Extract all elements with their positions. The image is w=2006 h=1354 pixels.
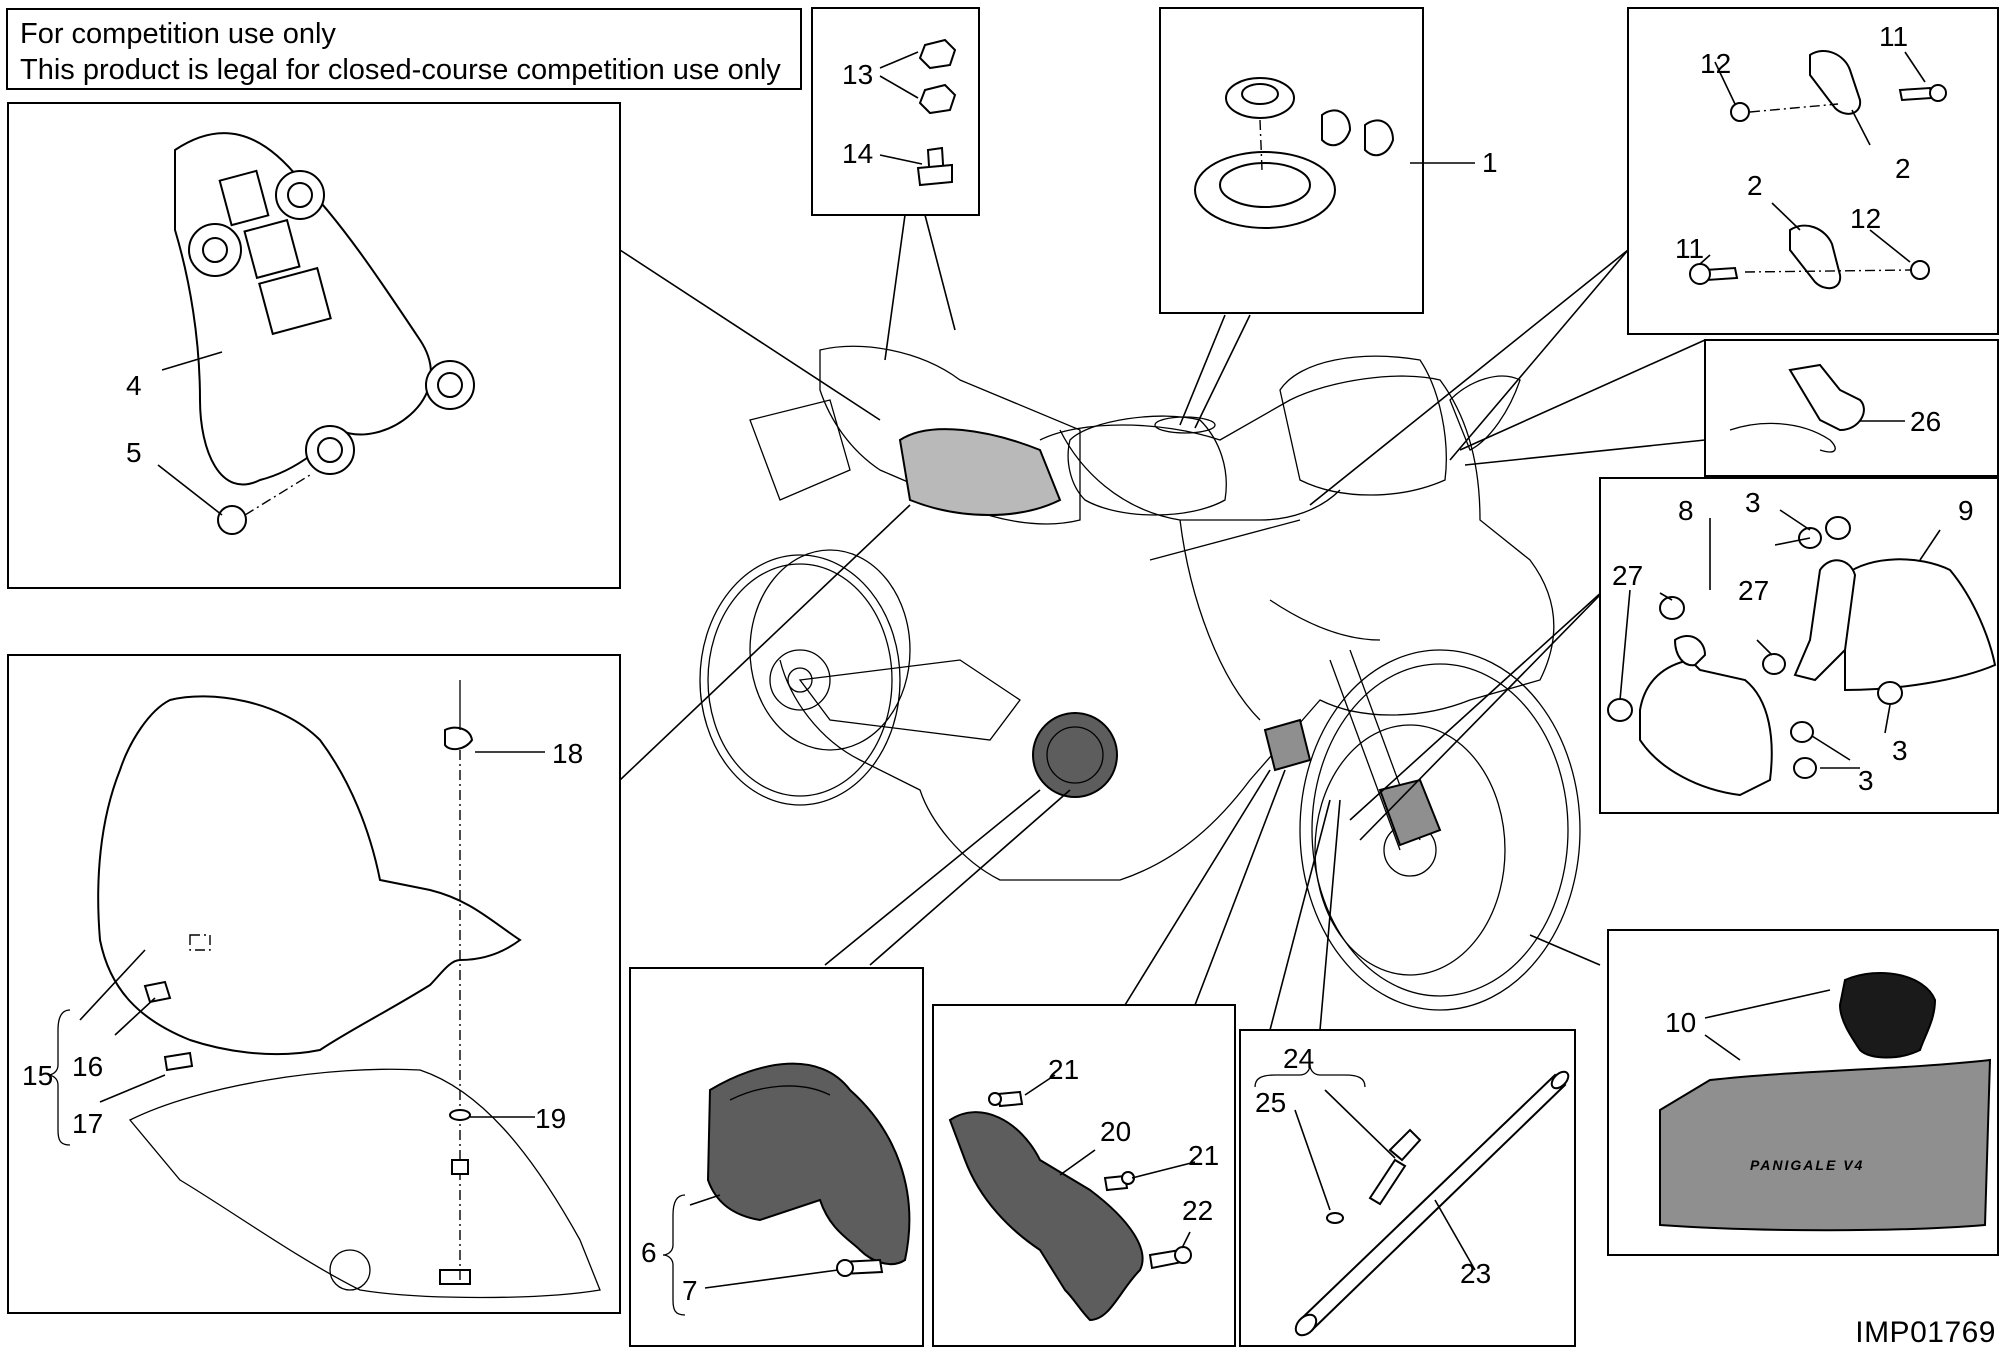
callout-16: 16 <box>72 1051 103 1082</box>
callout-27a: 27 <box>1612 560 1643 591</box>
callout-2b: 2 <box>1747 170 1763 201</box>
box-pinion-cover <box>932 1004 1236 1347</box>
callout-21a: 21 <box>1048 1054 1079 1085</box>
box-fairing-parts <box>1599 477 1999 814</box>
callout-8: 8 <box>1678 495 1694 526</box>
box-brackets <box>1627 7 1999 335</box>
callout-6: 6 <box>641 1237 657 1268</box>
callout-18: 18 <box>552 738 583 769</box>
box-seat <box>7 654 621 1314</box>
callout-26: 26 <box>1910 406 1941 437</box>
callout-14: 14 <box>842 138 873 169</box>
callout-12b: 12 <box>1850 203 1881 234</box>
callout-25: 25 <box>1255 1087 1286 1118</box>
callout-15: 15 <box>22 1060 53 1091</box>
callout-27b: 27 <box>1738 575 1769 606</box>
callout-7: 7 <box>682 1275 698 1306</box>
box-clutch-cover <box>629 967 924 1347</box>
callout-23: 23 <box>1460 1258 1491 1289</box>
callout-22: 22 <box>1182 1195 1213 1226</box>
callout-10: 10 <box>1665 1007 1696 1038</box>
motorcycle-illustration <box>699 345 1581 1011</box>
callout-3b: 3 <box>1858 765 1874 796</box>
callout-20: 20 <box>1100 1116 1131 1147</box>
callout-9: 9 <box>1958 495 1974 526</box>
callout-1: 1 <box>1482 147 1498 178</box>
callout-3a: 3 <box>1745 487 1761 518</box>
notice-line-1: For competition use only <box>20 18 336 50</box>
callout-21b: 21 <box>1188 1140 1219 1171</box>
box-hook <box>1704 339 1999 477</box>
callout-17: 17 <box>72 1108 103 1139</box>
box-bike-cover <box>1607 929 1999 1256</box>
reference-code: IMP01769 <box>1855 1316 1996 1349</box>
box-caps <box>811 7 980 216</box>
box-seat-cover <box>7 102 621 589</box>
competition-notice: For competition use only This product is… <box>6 8 802 90</box>
callout-13: 13 <box>842 59 873 90</box>
callout-19: 19 <box>535 1103 566 1134</box>
box-fuel-cap <box>1159 7 1475 314</box>
callout-11b: 11 <box>1675 233 1704 264</box>
notice-line-2: This product is legal for closed-course … <box>20 54 781 86</box>
callout-4: 4 <box>126 370 142 401</box>
cover-brand-text: PANIGALE V4 <box>1750 1157 1864 1173</box>
callout-12a: 12 <box>1700 48 1731 79</box>
callout-11a: 11 <box>1879 21 1908 52</box>
callout-3c: 3 <box>1892 735 1908 766</box>
box-axle-tool <box>1239 1029 1576 1347</box>
callout-5: 5 <box>126 437 142 468</box>
callout-24: 24 <box>1283 1043 1314 1074</box>
callout-2a: 2 <box>1895 153 1911 184</box>
